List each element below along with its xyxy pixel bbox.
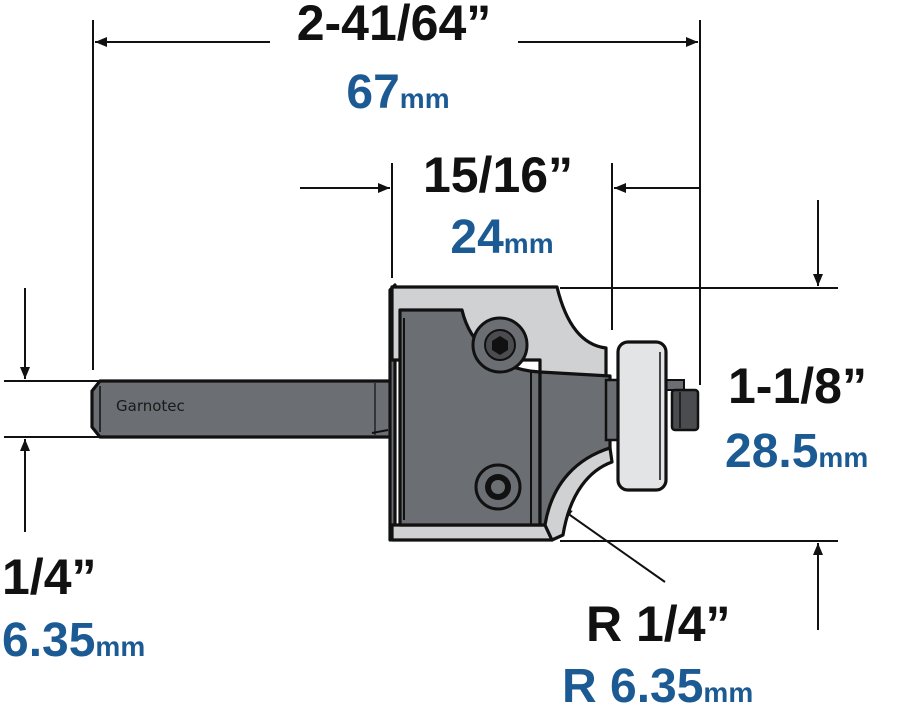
radius-metric-unit: mm: [703, 677, 753, 707]
screw-bottom-icon: [474, 463, 522, 511]
radius-leader-arrow: [559, 507, 666, 583]
cutting-length-label: 15/16” 24mm: [423, 147, 573, 264]
shank-diameter-label: 1/4” 6.35mm: [2, 549, 145, 667]
svg-text:67mm: 67mm: [346, 66, 449, 119]
cutting-diameter-imperial: 1-1/8”: [728, 358, 867, 414]
cutting-length-metric-value: 24: [450, 211, 504, 264]
overall-length-metric-value: 67: [346, 66, 399, 119]
dimension-lines: [4, 20, 838, 630]
shank-diameter-metric-unit: mm: [95, 631, 145, 662]
radius-profile-edge: [543, 446, 614, 542]
cutting-diameter-metric-value: 28.5: [725, 425, 818, 478]
shank-diameter-imperial: 1/4”: [2, 549, 97, 605]
radius-metric-value: R 6.35: [562, 660, 703, 707]
svg-text:6.35mm: 6.35mm: [2, 614, 145, 667]
radius-label: R 1/4” R 6.35mm: [562, 596, 753, 707]
bearing: [616, 340, 668, 492]
overall-length-imperial: 2-41/64”: [297, 0, 492, 51]
cutting-diameter-label: 1-1/8” 28.5mm: [725, 358, 868, 478]
cutting-diameter-metric-unit: mm: [818, 442, 868, 473]
overall-length-metric-unit: mm: [400, 83, 450, 114]
overall-length-label: 2-41/64” 67mm: [297, 0, 492, 119]
cutting-length-metric-unit: mm: [504, 228, 554, 259]
carbide-insert-bottom: [390, 523, 554, 542]
radius-imperial: R 1/4”: [586, 596, 731, 652]
svg-text:28.5mm: 28.5mm: [725, 425, 868, 478]
screw-top-icon: [471, 316, 529, 374]
router-bit: Garnotec: [90, 283, 700, 542]
svg-text:R 6.35mm: R 6.35mm: [562, 660, 753, 707]
cutting-length-imperial: 15/16”: [423, 147, 573, 203]
brand-label: Garnotec: [116, 397, 185, 415]
svg-text:24mm: 24mm: [450, 211, 553, 264]
shank-diameter-metric-value: 6.35: [2, 614, 95, 667]
